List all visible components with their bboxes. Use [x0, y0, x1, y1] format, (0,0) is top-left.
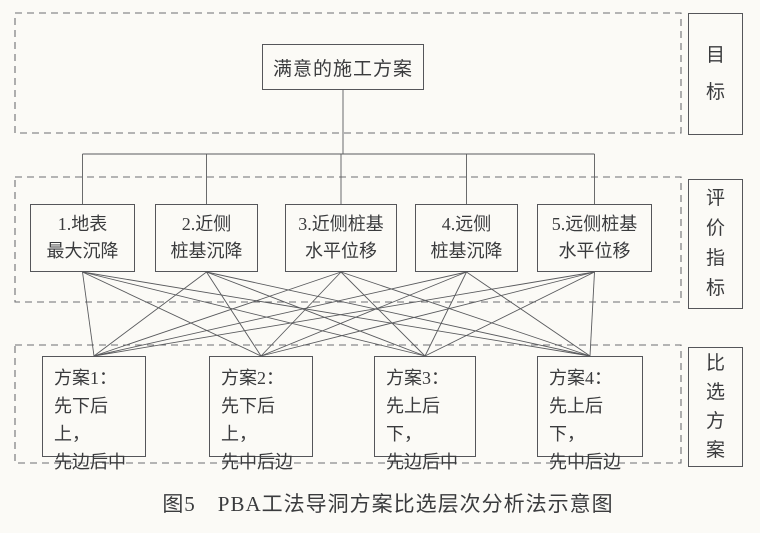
figure-caption: 图5 PBA工法导洞方案比选层次分析法示意图 [162, 492, 614, 516]
plan-box-2: 方案2： 先下后上， 先中后边 [209, 356, 313, 472]
side-label-criteria: 评 价 指 标 [688, 179, 743, 309]
side-label-alternatives: 比 选 方 案 [688, 347, 743, 467]
plan-box-4: 方案4： 先上后下， 先中后边 [537, 356, 643, 472]
edge-c3-p2 [260, 271, 342, 357]
edge-c3-p1 [93, 271, 342, 357]
edge-c1-p4 [82, 271, 591, 357]
edge-c5-p1 [93, 271, 595, 357]
edge-c5-p2 [260, 271, 595, 357]
side-label-goal: 目 标 [688, 13, 743, 135]
criteria-box-5: 5.远侧桩基 水平位移 [537, 204, 652, 272]
edge-c4-p2 [260, 271, 467, 357]
criteria-box-4: 4.远侧 桩基沉降 [415, 204, 518, 272]
criteria-box-2: 2.近侧 桩基沉降 [155, 204, 258, 272]
alternatives-level-frame [14, 344, 682, 464]
edge-c2-p2 [206, 271, 262, 357]
edge-c2-p4 [206, 271, 591, 357]
edge-c3-p4 [340, 271, 591, 357]
edge-c5-p4 [589, 271, 595, 357]
edge-c4-p1 [93, 271, 467, 357]
edge-c2-p3 [206, 271, 426, 357]
edge-c1-p3 [82, 271, 426, 357]
plan-box-3: 方案3： 先上后下， 先边后中 [374, 356, 476, 472]
goal-level-frame [14, 12, 682, 134]
edge-c3-p3 [340, 271, 426, 357]
criteria-box-3: 3.近侧桩基 水平位移 [285, 204, 397, 272]
plan-box-1: 方案1： 先下后上， 先边后中 [42, 356, 146, 472]
edge-c4-p4 [466, 271, 591, 357]
edge-c1-p2 [82, 271, 262, 357]
edge-c5-p3 [424, 271, 595, 357]
edge-c4-p3 [424, 271, 467, 357]
edge-c1-p1 [82, 271, 95, 357]
goal-box: 满意的施工方案 [262, 44, 424, 90]
criteria-box-1: 1.地表 最大沉降 [30, 204, 135, 272]
edge-c2-p1 [93, 271, 207, 357]
